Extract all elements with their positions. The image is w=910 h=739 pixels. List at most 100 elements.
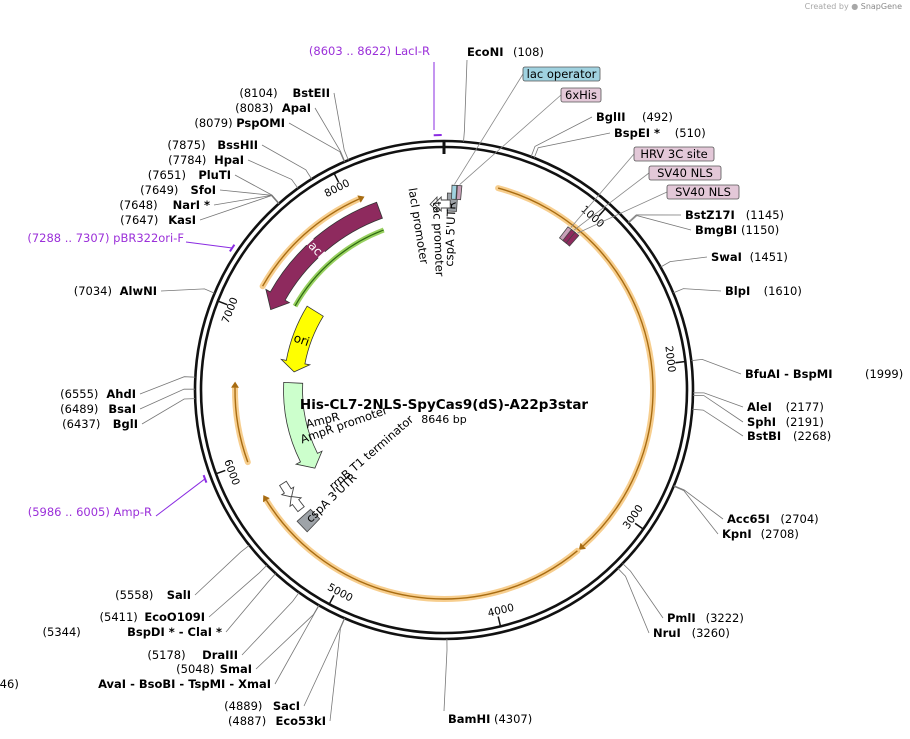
restriction-site-labels: EcoNI(108)BglII(492)BspEI *(510)BstZ17I(… [0,45,903,728]
site-sali[interactable]: SalI [167,588,191,602]
orf-arc-highlight [495,185,657,549]
orf-arrowhead [357,195,365,203]
feature-box-lac-operator[interactable] [522,66,601,82]
feature-box-sv40-nls[interactable] [666,184,740,200]
site-bsshii[interactable]: BssHII [217,138,258,152]
site-leader [533,132,611,159]
ruler-tick [675,360,686,364]
site-econi[interactable]: EcoNI [467,45,503,59]
promoter-ampr-promoter[interactable] [278,480,295,498]
site-eco53ki[interactable]: Eco53kI [275,714,326,728]
primer-label-2[interactable]: (5986 .. 6005) Amp-R [28,505,152,519]
site-pluti[interactable]: PluTI [198,168,231,182]
site-bsai[interactable]: BsaI [108,402,136,416]
site-ahdi[interactable]: AhdI [106,387,136,401]
site-coord: (7648) [119,198,157,212]
site-leader [303,618,345,707]
site-blpi[interactable]: BlpI [725,284,750,298]
credit-prefix: Created by [804,2,849,11]
promoter-tac-promoter[interactable] [433,195,451,213]
site-bspdi-clai[interactable]: BspDI * - ClaI * [127,625,222,639]
site-apai[interactable]: ApaI [282,101,311,115]
site-leader [463,59,468,142]
site-bstbi[interactable]: BstBI [747,429,781,443]
box-leader [570,153,635,228]
orf-arrowhead [263,495,270,503]
primer-label-0[interactable]: (8603 .. 8622) LacI-R [309,44,430,58]
site-leader [622,563,664,619]
feature-cspa-3-utr[interactable] [296,508,321,533]
site-bspei[interactable]: BspEI * [614,126,660,140]
feature-laci[interactable] [265,201,383,311]
site-coord: (4887) [228,714,266,728]
site-coord: (2177) [786,400,824,414]
site-coord: (7647) [120,213,158,227]
feature-sv40-nls[interactable] [565,231,580,247]
site-saci[interactable]: SacI [273,699,300,713]
site-leader [333,92,349,161]
site-acc65i[interactable]: Acc65I [727,512,770,526]
site-leader [673,485,724,520]
site-bmgbi[interactable]: BmgBI [695,223,737,237]
site-bsteii[interactable]: BstEII [292,86,330,100]
site-leader [673,485,719,535]
ruler-tick [634,522,644,530]
site-coord: (4307) [494,712,532,726]
site-bamhi[interactable]: BamHI [448,712,490,726]
feature-ori[interactable] [280,305,324,373]
site-bfuai-bspmi[interactable]: BfuAI - BspMI [745,367,832,381]
site-coord: (5178) [147,648,185,662]
feature-box-sv40-nls[interactable] [648,165,722,181]
site-kasi[interactable]: KasI [168,213,196,227]
site-hpai[interactable]: HpaI [214,153,244,167]
site-draiii[interactable]: DraIII [202,648,238,662]
ruler-tick [333,172,340,183]
site-smai[interactable]: SmaI [220,662,252,676]
site-leader [234,174,280,204]
promoter-rrnb-t1-terminator[interactable] [289,495,305,513]
feature-6xhis[interactable] [456,184,463,201]
ruler-tick [217,300,228,306]
site-leader [194,544,250,596]
box-leader [577,191,668,234]
site-leader [241,592,300,656]
site-coord: (7651) [148,168,186,182]
box-leader [454,73,524,185]
ruler-tick-label: 4000 [487,602,516,620]
feature-label-ori: ori [292,331,311,349]
site-sphi[interactable]: SphI [747,415,776,429]
site-pmli[interactable]: PmlI [667,611,696,625]
site-pspomi[interactable]: PspOMI [236,116,285,130]
site-ecoo109i[interactable]: EcoO109I [144,610,205,624]
site-leader [692,392,744,408]
site-swai[interactable]: SwaI [711,250,742,264]
site-leader [213,194,280,206]
created-by-credit: Created by ● SnapGene [805,2,902,11]
site-bgli[interactable]: BglI [113,417,138,431]
site-leader [691,358,742,375]
site-alei[interactable]: AleI [747,400,772,414]
site-nari[interactable]: NarI * [173,198,210,212]
feature-box-hrv-3c-site[interactable] [633,146,715,162]
site-coord: (5048) [176,662,214,676]
site-leader [139,376,196,395]
feature-box-6xhis[interactable] [560,87,602,103]
site-avai-bsobi-tspmi-xmai[interactable]: AvaI - BsoBI - TspMI - XmaI [98,677,271,691]
site-bstz17i[interactable]: BstZ17I [685,208,735,222]
site-leader [660,256,708,268]
site-coord: (6489) [60,402,98,416]
site-sfoi[interactable]: SfoI [191,183,216,197]
site-kpni[interactable]: KpnI [722,527,752,541]
feature-lac-operator[interactable] [451,184,458,200]
site-leader [443,638,448,712]
site-coord: (2268) [793,429,831,443]
site-bglii[interactable]: BglII [596,110,626,124]
site-leader [314,107,346,162]
primer-label-1[interactable]: (7288 .. 7307) pBR322ori-F [27,231,184,245]
site-alwni[interactable]: AlwNI [120,284,157,298]
site-coord: (7875) [167,138,205,152]
orf-arcs [231,185,657,602]
site-nrui[interactable]: NruI [653,626,681,640]
feature-ampr[interactable] [283,381,323,469]
site-leader [627,214,682,223]
